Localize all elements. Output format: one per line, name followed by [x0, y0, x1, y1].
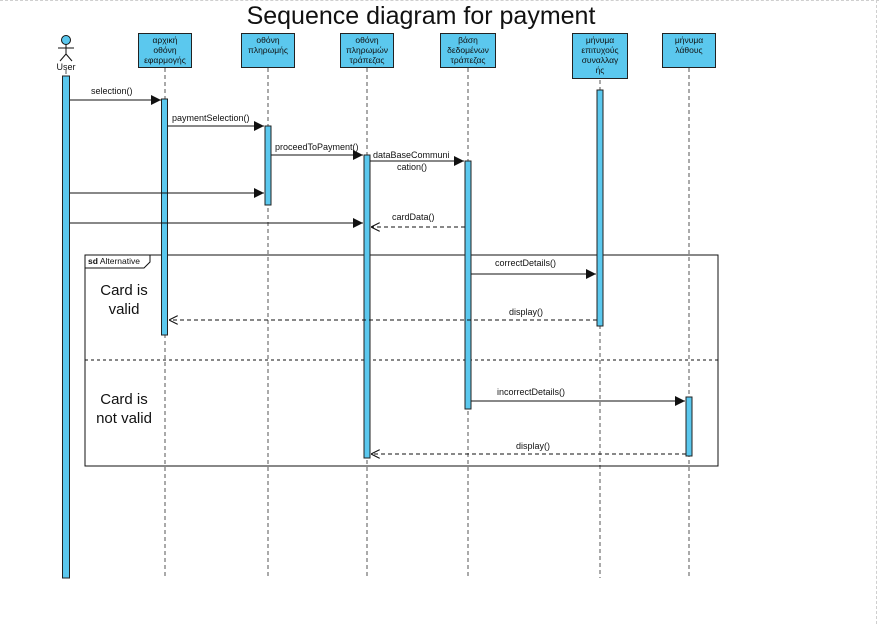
guard-card-valid: Card is valid	[84, 281, 164, 319]
guard-line: valid	[108, 301, 140, 318]
lifeline-label-line: οθόνη	[355, 35, 379, 45]
canvas-top-border	[0, 0, 879, 2]
activation-user	[62, 75, 70, 579]
activation-error-message	[685, 396, 693, 457]
lifeline-label-line: αρχική	[152, 35, 178, 45]
guard-line: Card is	[100, 391, 148, 408]
message-label-display-error: display()	[516, 441, 551, 451]
canvas-right-border	[876, 0, 878, 624]
fragment-tab: sd Alternative	[86, 255, 144, 267]
guard-line: not valid	[96, 410, 152, 427]
fragment-name: Alternative	[99, 256, 140, 266]
guard-line: Card is	[100, 282, 148, 299]
lifeline-label-line: λάθους	[675, 45, 703, 55]
user-actor-icon	[58, 35, 74, 62]
message-label-database-communication-cont: cation()	[397, 162, 428, 172]
lifeline-box-payment-screen[interactable]: οθόνη πληρωμής	[241, 33, 295, 68]
lifeline-box-error-message[interactable]: μήνυμα λάθους	[662, 33, 716, 68]
lifeline-label-line: πληρωμής	[247, 45, 289, 55]
message-label-proceed-to-payment: proceedToPayment()	[275, 142, 359, 152]
activation-success-message	[596, 89, 604, 327]
lifeline-label-line: πληρωμών	[345, 45, 389, 55]
lifeline-label-line: εφαρμογής	[144, 55, 186, 65]
fragment-keyword: sd	[88, 256, 98, 266]
lifeline-box-bank-payment-screen[interactable]: οθόνη πληρωμών τράπεζας	[340, 33, 394, 68]
message-label-correct-details: correctDetails()	[495, 258, 557, 268]
lifeline-box-success-message[interactable]: μήνυμα επιτυχούς συναλλαγ ής	[572, 33, 628, 79]
message-label-selection: selection()	[91, 86, 133, 96]
lifeline-label-line: οθόνη	[153, 45, 177, 55]
lifeline-label-line: συναλλαγ	[581, 55, 619, 65]
message-label-payment-selection: paymentSelection()	[172, 113, 250, 123]
alternative-fragment	[84, 254, 719, 467]
activation-bank-database	[464, 160, 472, 410]
activation-app-home	[161, 98, 168, 336]
lifeline-label-line: επιτυχούς	[581, 45, 619, 55]
message-label-card-data: cardData()	[392, 212, 435, 222]
message-label-database-communication: dataBaseCommuni	[373, 150, 450, 160]
activation-payment-screen	[264, 125, 272, 206]
lifeline-label-line: τράπεζας	[450, 55, 486, 65]
lifeline-box-bank-database[interactable]: βάση δεδομένων τράπεζας	[440, 33, 496, 68]
guard-card-not-valid: Card is not valid	[84, 390, 164, 428]
lifeline-label-line: οθόνη	[256, 35, 280, 45]
lifeline-label-line: μήνυμα	[585, 35, 615, 45]
lifeline-label-line: βάση	[458, 35, 478, 45]
lifeline-label-line: μήνυμα	[674, 35, 704, 45]
activation-bank-payment-screen	[363, 154, 371, 459]
message-label-incorrect-details: incorrectDetails()	[497, 387, 566, 397]
lifeline-label-line: ής	[595, 65, 605, 75]
diagram-title: Sequence diagram for payment	[246, 2, 596, 30]
lifeline-box-app-home[interactable]: αρχική οθόνη εφαρμογής	[138, 33, 192, 68]
actor-label: User	[56, 62, 76, 72]
message-label-display-success: display()	[509, 307, 544, 317]
lifeline-label-line: δεδομένων	[447, 45, 489, 55]
lifeline-label-line: τράπεζας	[349, 55, 385, 65]
